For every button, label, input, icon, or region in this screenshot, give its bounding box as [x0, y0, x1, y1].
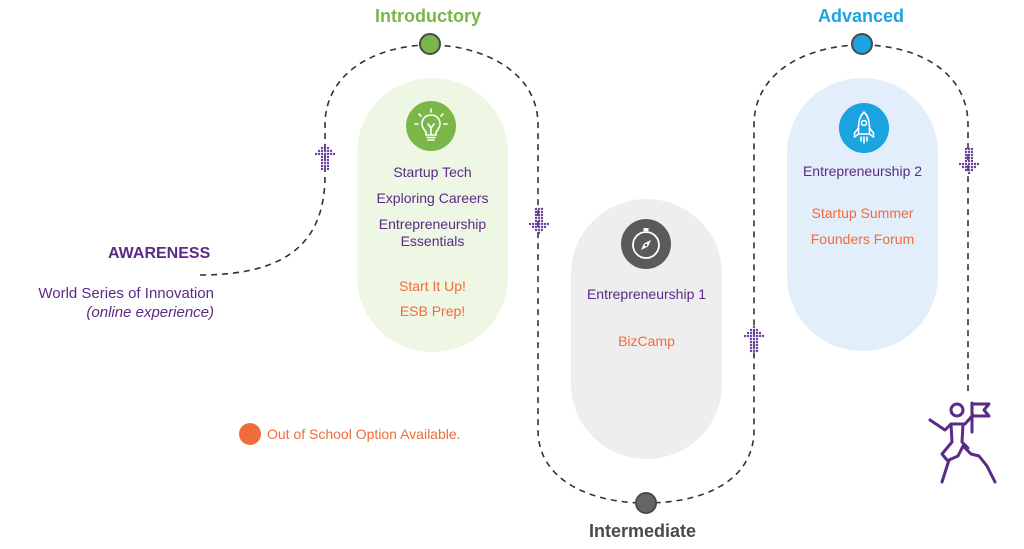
- awareness-program: World Series of Innovation: [38, 285, 214, 302]
- compass-icon: [621, 219, 671, 269]
- course-entrepreneurship-2: Entrepreneurship 2: [802, 163, 923, 179]
- course-startup-tech: Startup Tech: [393, 164, 472, 180]
- option-founders-forum: Founders Forum: [810, 231, 915, 247]
- option-start-it-up: Start It Up!: [399, 278, 466, 294]
- course-exploring-careers: Exploring Careers: [376, 190, 489, 206]
- stage-node-advanced: [851, 33, 873, 55]
- legend-label: Out of School Option Available.: [267, 426, 461, 442]
- down-arrow-icon: [529, 207, 549, 235]
- awareness-heading: AWARENESS: [108, 245, 211, 262]
- course-entrepreneurship-essentials: Entrepreneurship Essentials: [378, 216, 487, 249]
- option-bizcamp: BizCamp: [618, 333, 675, 349]
- stage-title-introductory: Introductory: [375, 6, 481, 26]
- rocket-icon: [839, 103, 889, 153]
- up-arrow-icon: [744, 325, 764, 353]
- stage-node-introductory: [419, 33, 441, 55]
- stage-title-intermediate: Intermediate: [589, 521, 697, 541]
- up-arrow-icon: [315, 143, 335, 171]
- stage-title-advanced: Advanced: [818, 6, 905, 26]
- down-arrow-icon: [959, 147, 979, 175]
- stage-node-intermediate: [635, 492, 657, 514]
- legend-dot: [239, 423, 261, 445]
- option-esb-prep: ESB Prep!: [399, 303, 466, 319]
- climber-with-flag-icon: [928, 401, 997, 484]
- course-entrepreneurship-1: Entrepreneurship 1: [586, 286, 707, 302]
- lightbulb-icon: [406, 101, 456, 151]
- option-startup-summer: Startup Summer: [811, 205, 914, 221]
- awareness-note: (online experience): [86, 304, 214, 321]
